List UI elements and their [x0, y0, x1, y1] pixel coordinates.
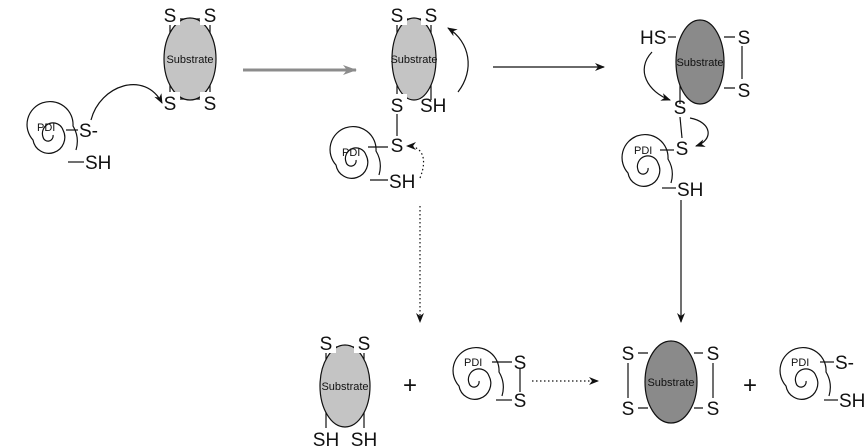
pdi-label: PDI [342, 147, 360, 159]
thiol-group: SH [389, 172, 415, 193]
pdi-bound-3: PDI SH [621, 134, 703, 201]
substrate-native: Substrate S S S S [618, 340, 723, 424]
sulfur-atom: S [514, 353, 527, 374]
substrate-ellipse [391, 17, 437, 101]
plus-sign: + [743, 372, 757, 399]
thiol-attack-arrow [447, 27, 469, 93]
sulfur-atom: S [204, 94, 217, 115]
disulfide-shift-arrow [689, 117, 709, 147]
substrate-rearranged: Substrate HS S S S S [640, 19, 753, 160]
thiol-group: SH [839, 391, 865, 412]
thiol-group: SH [420, 96, 446, 117]
pdi-spiral [621, 134, 673, 187]
sulfur-atom: S [425, 6, 438, 27]
pdi-label: PDI [791, 357, 809, 369]
pdi-oxidized: PDI S S [452, 347, 527, 412]
sulfur-atom: S [622, 344, 635, 365]
pdi-label: PDI [37, 122, 55, 134]
thiolate-atom: S- [835, 353, 854, 374]
nucleophilic-attack-arrow [90, 84, 163, 121]
substrate-label: Substrate [676, 57, 723, 69]
pdi-spiral [329, 126, 381, 179]
s-s-bond [679, 116, 683, 139]
sulfur-atom: S [164, 6, 177, 27]
substrate-mixed-disulfide: Substrate S S S SH S [387, 5, 446, 157]
substrate-ellipse [675, 19, 725, 105]
thiol-group: HS [640, 28, 666, 49]
sulfur-atom: S [391, 136, 404, 157]
sulfur-atom: S [320, 334, 333, 355]
sulfur-atom: S [391, 96, 404, 117]
sulfur-atom: S [622, 399, 635, 420]
sulfur-atom: S [676, 139, 689, 160]
thiol-group: SH [677, 180, 703, 201]
thiol-group: SH [351, 430, 377, 448]
thiol-group: SH [85, 153, 111, 174]
sulfur-atom: S [707, 344, 720, 365]
pdi-thiolate-1: PDI S- SH [26, 101, 111, 174]
sulfur-atom: S [204, 6, 217, 27]
pdi-label: PDI [464, 357, 482, 369]
thiol-group: SH [313, 430, 339, 448]
sulfur-atom: S [514, 391, 527, 412]
substrate-ellipse [319, 344, 371, 428]
sulfur-atom: S [738, 28, 751, 49]
substrate-oxidized-1: Substrate S S S S [160, 5, 220, 115]
dotted-attack-arrow [406, 142, 425, 179]
sulfur-atom: S [164, 94, 177, 115]
substrate-label: Substrate [390, 54, 437, 66]
sulfur-atom: S [391, 6, 404, 27]
substrate-label: Substrate [647, 377, 694, 389]
sulfur-atom: S [738, 81, 751, 102]
sulfur-atom: S [358, 334, 371, 355]
thiol-attack-arrow [643, 51, 671, 101]
substrate-label: Substrate [321, 381, 368, 393]
thiolate-atom: S- [79, 121, 98, 142]
pdi-spiral [452, 347, 504, 400]
pdi-thiolate-regenerated: PDI S- SH [779, 347, 865, 412]
sulfur-atom: S [707, 399, 720, 420]
plus-sign: + [403, 372, 417, 399]
pdi-spiral [779, 347, 831, 400]
pdi-spiral [26, 101, 78, 154]
substrate-ellipse [644, 340, 698, 424]
substrate-ellipse [163, 17, 217, 101]
sulfur-atom: S [674, 98, 687, 119]
substrate-label: Substrate [166, 54, 213, 66]
pdi-mixed-disulfide: PDI SH [329, 126, 415, 193]
substrate-reduced: Substrate S S SH SH [308, 333, 382, 448]
pdi-label: PDI [634, 145, 652, 157]
